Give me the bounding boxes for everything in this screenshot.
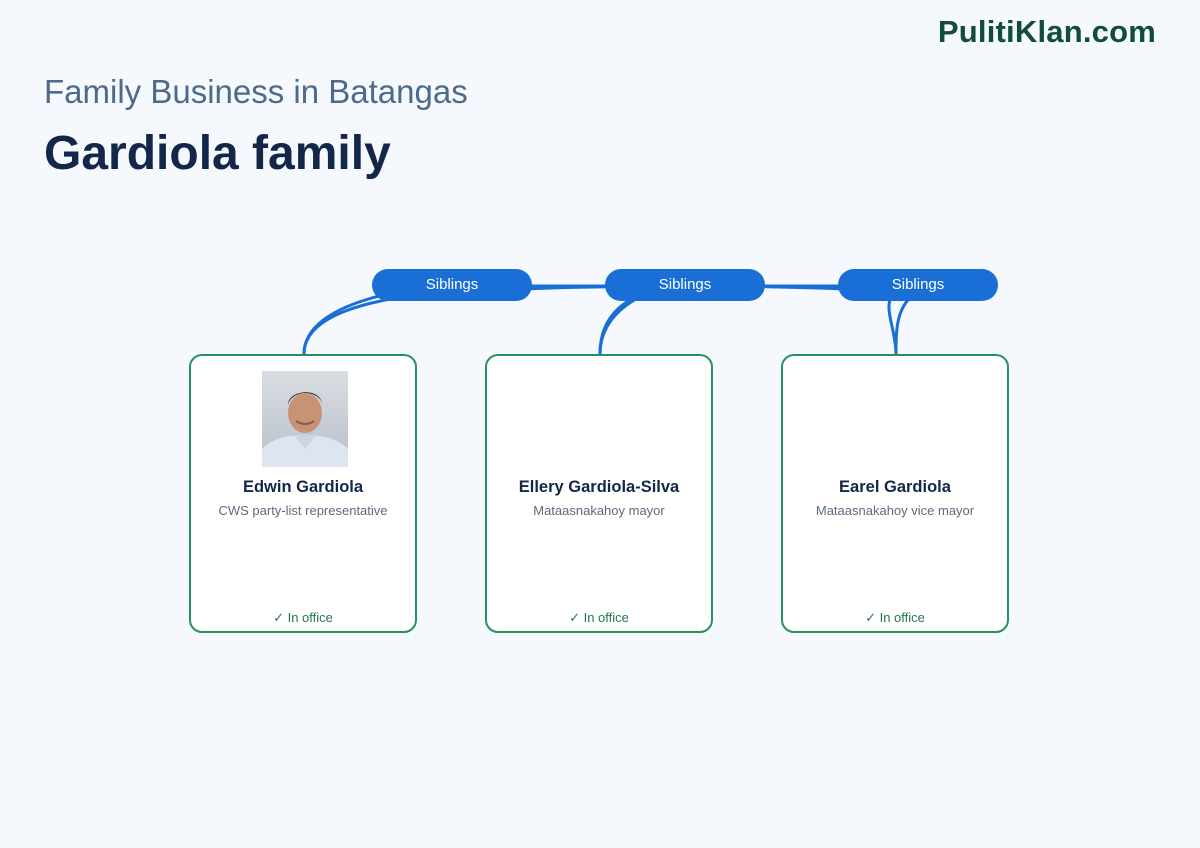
relation-label-siblings: Siblings — [605, 269, 765, 301]
status-badge: ✓ In office — [569, 610, 629, 625]
page-subtitle: Family Business in Batangas — [44, 73, 468, 110]
member-card-earel-gardiola[interactable]: Earel Gardiola Mataasnakahoy vice mayor … — [781, 354, 1009, 633]
member-card-edwin-gardiola[interactable]: Edwin Gardiola CWS party-list representa… — [189, 354, 417, 633]
status-badge: ✓ In office — [865, 610, 925, 625]
member-name: Edwin Gardiola — [242, 478, 364, 496]
member-photo — [262, 371, 348, 467]
relation-label-siblings: Siblings — [372, 269, 532, 301]
status-badge: ✓ In office — [273, 610, 333, 625]
page-title: Gardiola family — [44, 127, 391, 180]
brand-logo[interactable]: PulitiKlan.com — [937, 14, 1156, 49]
member-name: Earel Gardiola — [839, 478, 951, 496]
member-role: CWS party-list representative — [218, 503, 388, 518]
member-name: Ellery Gardiola-Silva — [518, 478, 680, 496]
member-card-ellery-gardiola-silva[interactable]: Ellery Gardiola-Silva Mataasnakahoy mayo… — [485, 354, 713, 633]
relation-label-siblings: Siblings — [838, 269, 998, 301]
member-role: Mataasnakahoy vice mayor — [815, 503, 975, 518]
member-role: Mataasnakahoy mayor — [533, 503, 665, 518]
